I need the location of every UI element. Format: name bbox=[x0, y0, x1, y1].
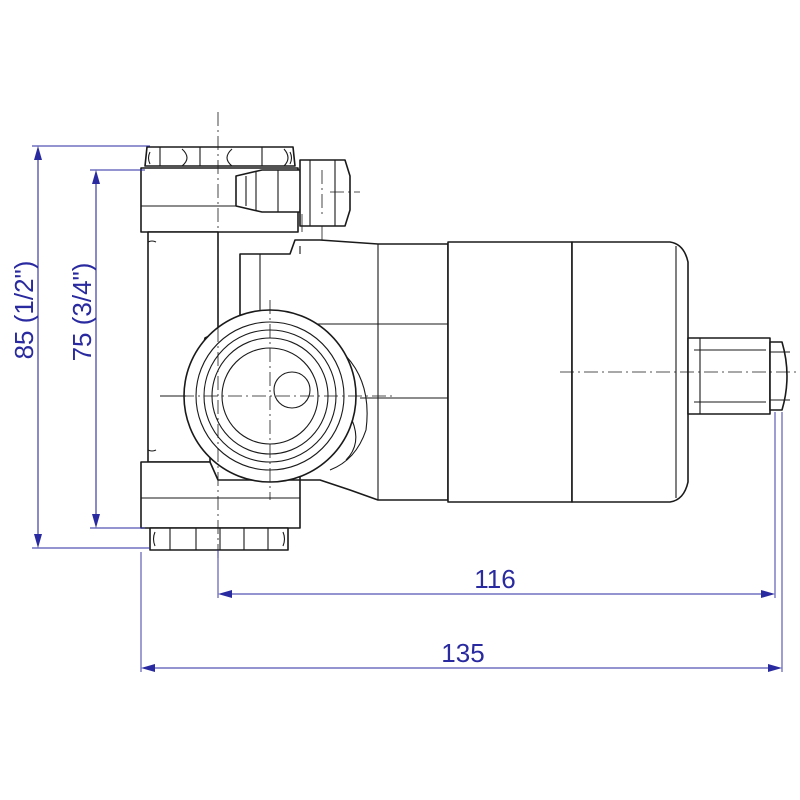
top-hex-nut bbox=[144, 146, 296, 167]
cartridge-housing bbox=[447, 241, 689, 503]
dimension-label-116: 116 bbox=[474, 564, 515, 594]
centre-lines bbox=[180, 112, 796, 560]
dimension-75 bbox=[90, 169, 145, 529]
dimension-label-135: 135 bbox=[441, 638, 484, 668]
dimension-label-85: 85 (1/2") bbox=[9, 261, 39, 360]
bottom-hex-nut bbox=[149, 527, 289, 551]
dimension-116 bbox=[217, 412, 776, 598]
valve-body bbox=[140, 112, 796, 560]
dimension-85 bbox=[32, 145, 150, 549]
valve-stem bbox=[687, 337, 790, 415]
dimension-135 bbox=[140, 412, 783, 672]
side-stop-valve bbox=[235, 159, 351, 252]
dimension-label-75: 75 (3/4") bbox=[67, 263, 97, 362]
